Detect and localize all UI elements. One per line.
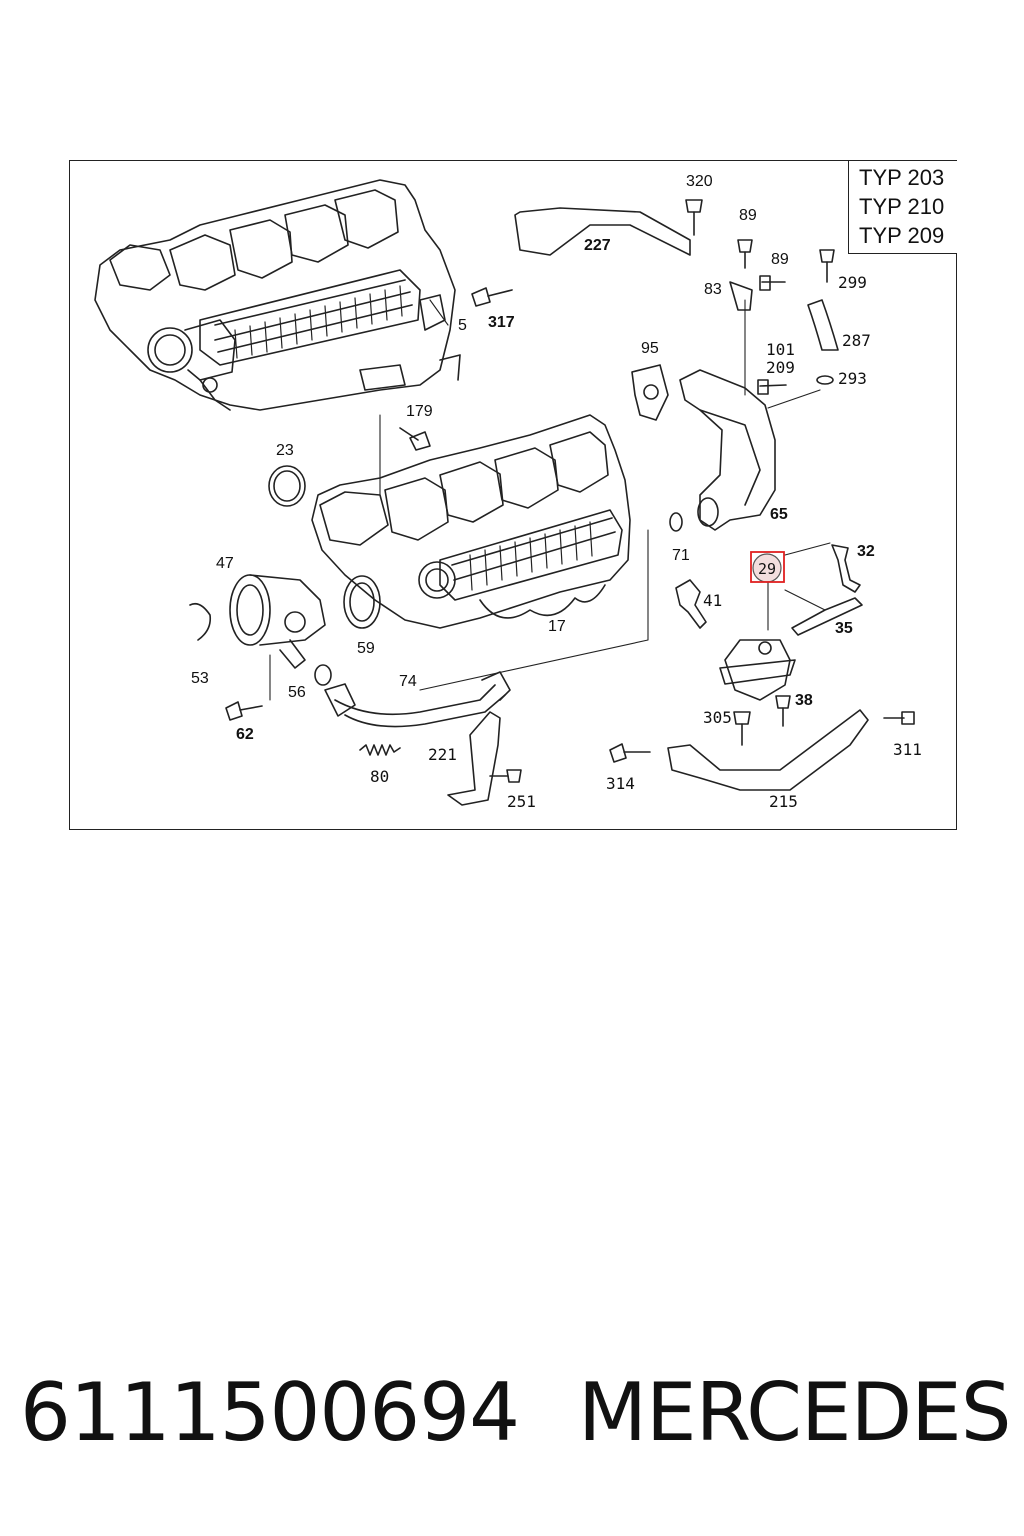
lever-32	[831, 544, 861, 593]
callout-314: 314	[606, 774, 635, 793]
callout-251: 251	[507, 792, 536, 811]
type-label-203: TYP 203	[859, 165, 945, 190]
egr-pipe-65	[679, 369, 776, 531]
hose-287	[807, 299, 839, 351]
vacuum-actuator-38	[719, 639, 796, 701]
callout-179: 179	[406, 403, 433, 420]
lever-41	[675, 579, 707, 629]
seal-ring-23	[268, 465, 306, 507]
callout-209: 209	[766, 358, 795, 377]
throttle-body-47	[229, 574, 326, 669]
callout-5: 5	[458, 317, 467, 334]
callout-23: 23	[276, 442, 294, 459]
lower-intake-manifold	[311, 414, 631, 629]
callout-38: 38	[795, 692, 813, 709]
callout-317: 317	[488, 314, 515, 331]
callout-83: 83	[704, 281, 722, 298]
callout-89b: 89	[771, 251, 789, 268]
bolts	[225, 199, 915, 783]
upper-intake-manifold	[94, 179, 461, 411]
type-designation-box: TYP 203 TYP 210 TYP 209	[848, 161, 957, 254]
callout-305: 305	[703, 708, 732, 727]
callout-80: 80	[370, 767, 389, 786]
callout-62: 62	[236, 726, 254, 743]
type-label-209: TYP 209	[859, 223, 945, 248]
gasket-95	[631, 364, 669, 421]
type-label-210: TYP 210	[859, 194, 945, 219]
highlight-part-29	[750, 551, 785, 583]
callout-287: 287	[842, 331, 871, 350]
callout-17: 17	[548, 618, 566, 635]
callout-311: 311	[893, 740, 922, 759]
callout-29-highlighted: 29	[758, 560, 776, 578]
spring-80	[359, 744, 401, 756]
callout-320: 320	[686, 173, 713, 190]
callout-215: 215	[769, 792, 798, 811]
seal-293	[816, 375, 834, 385]
callout-41: 41	[703, 591, 722, 610]
bracket-227	[514, 207, 691, 256]
clip-53	[189, 602, 212, 641]
callout-227: 227	[584, 237, 611, 254]
bracket-221	[447, 711, 501, 806]
gasket-59	[343, 575, 381, 629]
callout-65: 65	[770, 506, 788, 523]
bracket-83	[729, 281, 753, 311]
callout-53: 53	[191, 670, 209, 687]
callout-101: 101	[766, 340, 795, 359]
heat-shield-215	[667, 709, 869, 791]
callout-47: 47	[216, 555, 234, 572]
o-ring-71	[669, 512, 683, 532]
callout-221: 221	[428, 745, 457, 764]
callout-71: 71	[672, 547, 690, 564]
part-caption: 6111500694 MERCEDES	[20, 1366, 1012, 1476]
callout-74: 74	[399, 673, 417, 690]
callout-95: 95	[641, 340, 659, 357]
o-ring-56-ring	[314, 664, 332, 686]
part-number: 6111500694	[20, 1366, 520, 1459]
brand-name: MERCEDES	[578, 1366, 1012, 1459]
callout-89a: 89	[739, 207, 757, 224]
leader-lines	[269, 299, 831, 701]
callout-293: 293	[838, 369, 867, 388]
callout-299: 299	[838, 273, 867, 292]
callout-32: 32	[857, 543, 875, 560]
callout-56: 56	[288, 684, 306, 701]
callout-35: 35	[835, 620, 853, 637]
vent-pipe-74	[324, 671, 511, 728]
callout-59: 59	[357, 640, 375, 657]
parts-diagram-frame	[69, 160, 957, 830]
